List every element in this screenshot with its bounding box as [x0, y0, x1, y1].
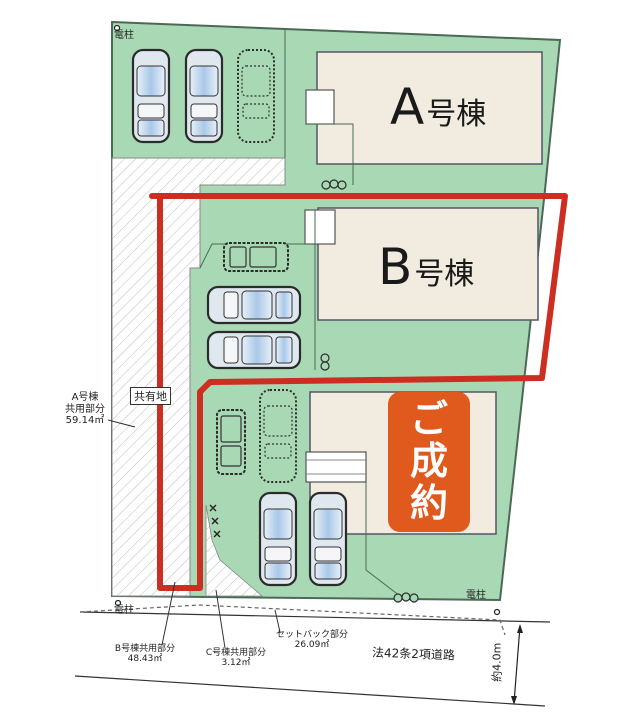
c-common-area	[205, 504, 264, 597]
tree-icons	[209, 504, 221, 538]
utility-pole-icon	[113, 24, 121, 32]
building-a	[316, 51, 543, 165]
shrub-icon	[320, 353, 330, 363]
building-a-suffix: 号棟	[426, 97, 487, 132]
building-b-highlight-boundary	[149, 193, 568, 591]
building-b-letter: B	[378, 238, 413, 296]
car-icon	[131, 48, 171, 144]
building-b-suffix: 号棟	[414, 257, 475, 292]
building-b-label: B 号棟	[378, 238, 474, 296]
sold-badge-char: 成	[409, 439, 448, 484]
utility-pole-icon	[114, 599, 122, 607]
a-common-area: 59.14㎡	[65, 415, 105, 426]
road-width-label: 約4.0m	[490, 642, 504, 682]
road-edge-top	[79, 611, 551, 623]
shrub-icon	[321, 179, 347, 190]
setback-label: セットバック部分 26.09㎡	[262, 630, 362, 651]
car-icon	[184, 48, 224, 144]
c-common-area: 3.12㎡	[221, 658, 251, 669]
car-icon	[308, 491, 348, 587]
building-b	[317, 207, 539, 321]
road-edge-bottom	[74, 675, 546, 707]
a-common-line1: A号棟	[71, 392, 99, 403]
sold-badge-char: ご	[409, 397, 448, 442]
b-common-label: B号棟共用部分 48.43㎡	[90, 644, 200, 665]
setback-line	[79, 604, 506, 636]
setback-line1: セットバック部分	[275, 630, 348, 640]
utility-pole-label: 電柱	[114, 605, 134, 616]
kcar-icon	[216, 409, 246, 475]
shrub-icon	[320, 361, 330, 371]
building-a-label: A 号棟	[390, 78, 486, 136]
car-icon	[206, 285, 302, 325]
utility-pole-icon	[493, 608, 501, 616]
utility-pole-label: 電柱	[114, 30, 134, 41]
kcar-icon	[223, 242, 289, 272]
c-common-label: C号棟共用部分 3.12㎡	[186, 648, 286, 669]
sold-badge: ご 成 約	[388, 392, 470, 532]
car-icon	[258, 491, 298, 587]
sold-badge-char: 約	[409, 480, 448, 525]
c-common-line1: C号棟共用部分	[205, 648, 267, 658]
road-label: 法42条2項道路	[371, 645, 456, 663]
a-common-line2: 共用部分	[65, 403, 105, 415]
a-common-label: A号棟 共用部分 59.14㎡	[50, 392, 120, 427]
building-c-entrance	[305, 451, 367, 483]
car-icon	[206, 330, 302, 370]
road-width-dimension	[513, 625, 521, 704]
common-land-label: 共有地	[130, 387, 171, 405]
b-common-area: 48.43㎡	[127, 654, 163, 665]
setback-area: 26.09㎡	[294, 640, 330, 651]
b-common-line1: B号棟共用部分	[114, 644, 176, 654]
building-a-letter: A	[390, 78, 425, 136]
building-a-entrance	[305, 89, 335, 125]
utility-pole-label: 電柱	[466, 590, 486, 601]
shrub-icon	[393, 592, 419, 603]
building-b-entrance	[304, 209, 336, 245]
